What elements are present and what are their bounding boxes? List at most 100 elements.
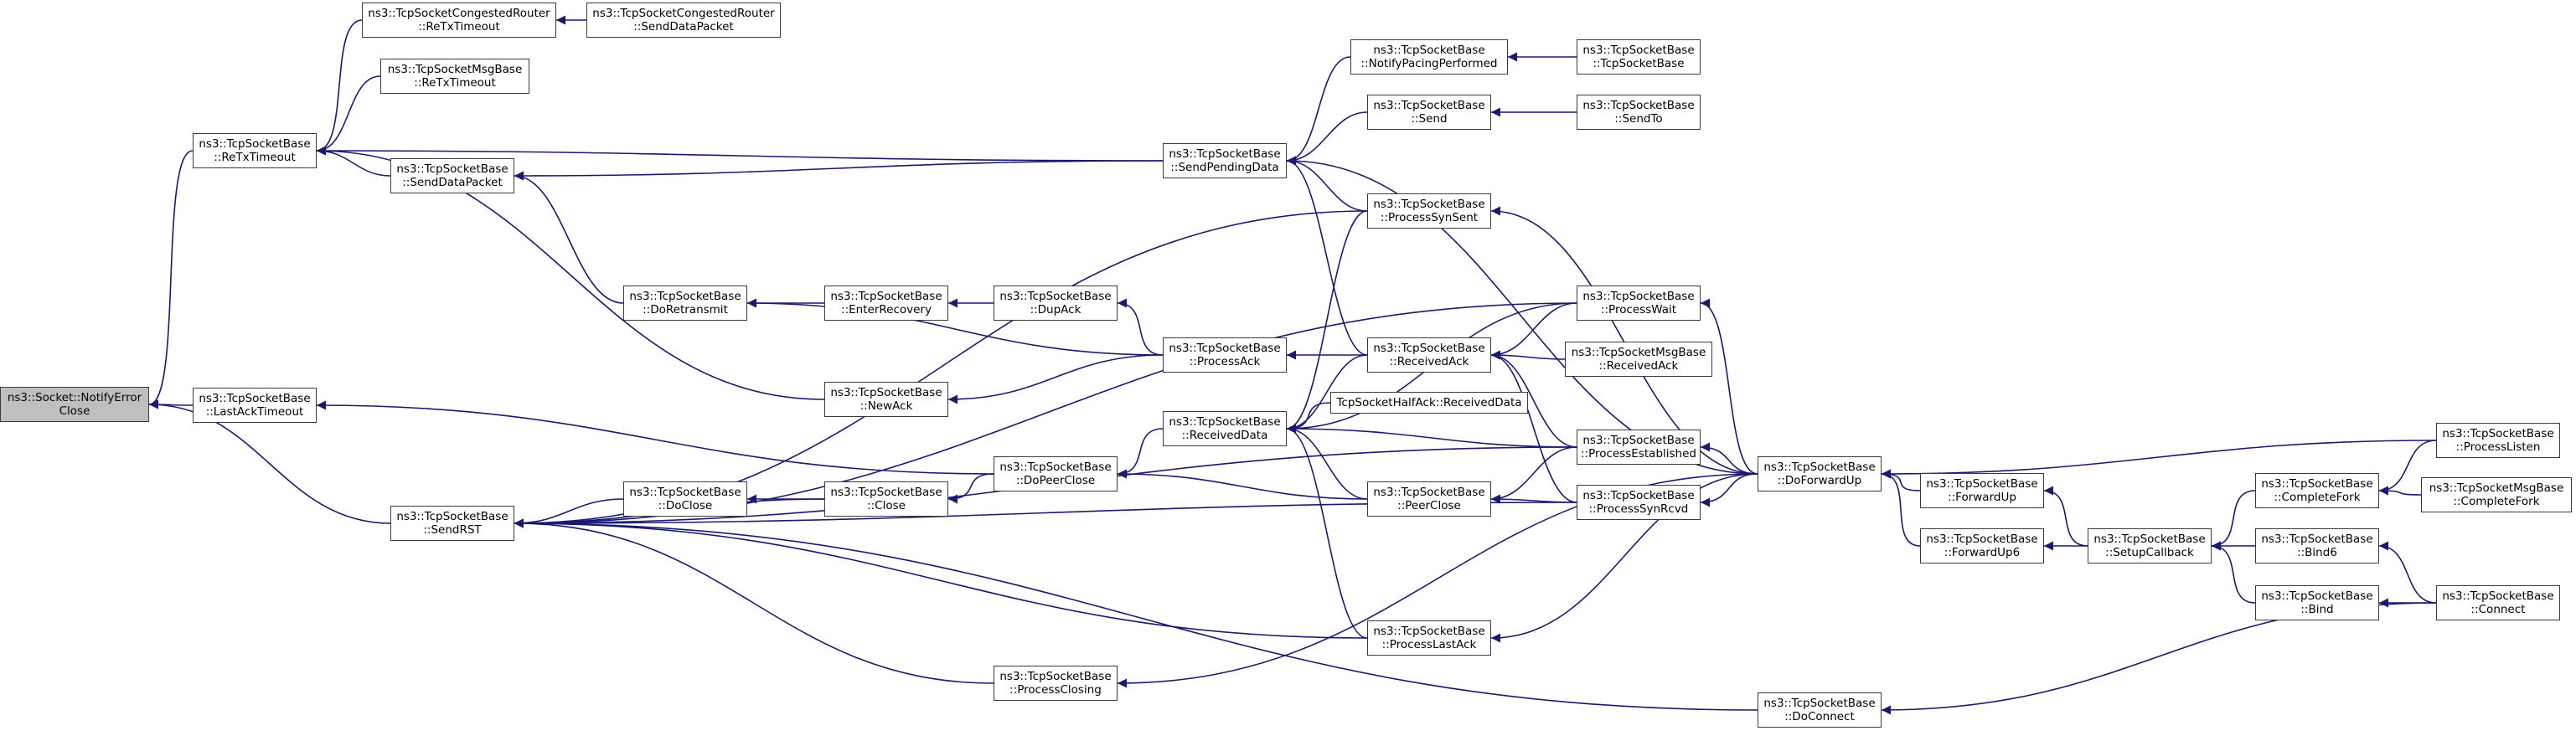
call-edge xyxy=(514,518,1368,639)
node-label-line: ns3::TcpSocketBase xyxy=(999,290,1112,303)
call-edge xyxy=(148,399,391,524)
node-send[interactable]: ns3::TcpSocketBase ::Send xyxy=(1367,95,1491,130)
node-retx-timeout[interactable]: ns3::TcpSocketBase ::ReTxTimeout xyxy=(193,133,317,168)
node-process-syn-sent[interactable]: ns3::TcpSocketBase ::ProcessSynSent xyxy=(1367,193,1491,229)
call-edge xyxy=(514,160,1164,181)
node-label-line: ns3::TcpSocketBase xyxy=(1763,461,1876,474)
call-edge xyxy=(1286,424,1368,639)
node-label-line: ns3::TcpSocketCongestedRouter xyxy=(592,7,775,20)
node-label-line: ns3::TcpSocketBase xyxy=(396,162,508,176)
node-send-to[interactable]: ns3::TcpSocketBase ::SendTo xyxy=(1577,95,1701,130)
node-msg-base-retx-timeout[interactable]: ns3::TcpSocketMsgBase ::ReTxTimeout xyxy=(380,59,529,94)
node-label-line: ns3::TcpSocketBase xyxy=(629,486,741,499)
node-msg-base-received-ack[interactable]: ns3::TcpSocketMsgBase ::ReceivedAck xyxy=(1565,342,1712,377)
node-label-line: ::ReTxTimeout xyxy=(414,76,496,90)
node-notify-pacing-performed[interactable]: ns3::TcpSocketBase ::NotifyPacingPerform… xyxy=(1350,39,1508,75)
node-label-line: ::SendDataPacket xyxy=(633,20,734,33)
node-received-ack[interactable]: ns3::TcpSocketBase ::ReceivedAck xyxy=(1367,337,1491,373)
node-msg-base-complete-fork[interactable]: ns3::TcpSocketMsgBase ::CompleteFork xyxy=(2421,477,2572,512)
node-label-line: ns3::TcpSocketBase xyxy=(1582,290,1695,303)
node-forward-up[interactable]: ns3::TcpSocketBase ::ForwardUp xyxy=(1920,473,2044,508)
node-label-line: ::DoForwardUp xyxy=(1777,474,1862,487)
node-label-line: ::ProcessClosing xyxy=(1009,683,1102,697)
node-label-line: ns3::TcpSocketBase xyxy=(1373,625,1485,638)
node-do-close[interactable]: ns3::TcpSocketBase ::DoClose xyxy=(623,481,747,517)
node-label-line: ns3::TcpSocketBase xyxy=(2442,427,2554,440)
node-label-line: ns3::TcpSocketBase xyxy=(199,137,311,151)
node-label-line: ns3::TcpSocketBase xyxy=(1373,342,1485,355)
node-send-rst[interactable]: ns3::TcpSocketBase ::SendRST xyxy=(390,506,514,541)
node-do-connect[interactable]: ns3::TcpSocketBase ::DoConnect xyxy=(1758,692,1882,728)
node-label-line: ns3::TcpSocketBase xyxy=(999,670,1112,683)
node-received-data[interactable]: ns3::TcpSocketBase ::ReceivedData xyxy=(1163,411,1287,446)
call-edge xyxy=(1490,446,1577,504)
node-label-line: ::Bind6 xyxy=(2297,546,2337,559)
node-label-line: ns3::TcpSocketBase xyxy=(199,392,311,405)
node-label-line: ns3::TcpSocketBase xyxy=(1582,434,1695,447)
node-label-line: ::SendDataPacket xyxy=(402,176,503,189)
node-do-peer-close[interactable]: ns3::TcpSocketBase ::DoPeerClose xyxy=(994,456,1118,491)
call-edge xyxy=(1490,350,1577,448)
node-process-ack[interactable]: ns3::TcpSocketBase ::ProcessAck xyxy=(1163,337,1287,373)
node-last-ack-timeout[interactable]: ns3::TcpSocketBase ::LastAckTimeout xyxy=(193,388,317,423)
call-edge xyxy=(1881,469,1921,491)
node-process-last-ack[interactable]: ns3::TcpSocketBase ::ProcessLastAck xyxy=(1367,620,1491,656)
node-label-line: TcpSocketHalfAck::ReceivedData xyxy=(1336,396,1522,409)
call-edge xyxy=(1286,111,1368,166)
node-new-ack[interactable]: ns3::TcpSocketBase ::NewAck xyxy=(824,382,948,417)
call-edge xyxy=(1490,494,1577,504)
call-edge xyxy=(1286,424,1368,500)
node-process-closing[interactable]: ns3::TcpSocketBase ::ProcessClosing xyxy=(994,666,1118,701)
node-half-ack-received-data[interactable]: TcpSocketHalfAck::ReceivedData xyxy=(1330,392,1528,414)
node-enter-recovery[interactable]: ns3::TcpSocketBase ::EnterRecovery xyxy=(824,286,948,321)
node-label-line: ns3::TcpSocketBase xyxy=(1763,697,1876,710)
node-label-line: ns3::TcpSocketMsgBase xyxy=(387,63,523,76)
node-setup-callback[interactable]: ns3::TcpSocketBase ::SetupCallback xyxy=(2088,528,2212,563)
node-label-line: ns3::TcpSocketBase xyxy=(1926,477,2038,491)
node-label-line: ns3::TcpSocketBase xyxy=(1373,198,1485,211)
node-send-data-packet[interactable]: ns3::TcpSocketBase ::SendDataPacket xyxy=(390,158,514,193)
call-edge xyxy=(1490,302,1577,360)
node-label-line: ::ReceivedData xyxy=(1181,429,1268,442)
node-bind6[interactable]: ns3::TcpSocketBase ::Bind6 xyxy=(2255,528,2379,563)
node-label-line: ns3::TcpSocketBase xyxy=(1169,415,1281,429)
call-edge xyxy=(1286,156,1368,212)
call-edge xyxy=(1117,469,1368,500)
node-complete-fork[interactable]: ns3::TcpSocketBase ::CompleteFork xyxy=(2255,473,2379,508)
node-peer-close[interactable]: ns3::TcpSocketBase ::PeerClose xyxy=(1367,481,1491,517)
node-bind[interactable]: ns3::TcpSocketBase ::Bind xyxy=(2255,585,2379,620)
node-socket-notify-error-close[interactable]: ns3::Socket::NotifyError Close xyxy=(0,387,149,422)
node-label-line: ns3::TcpSocketBase xyxy=(2093,533,2206,546)
node-forward-up6[interactable]: ns3::TcpSocketBase ::ForwardUp6 xyxy=(1920,528,2044,563)
node-label-line: ::Close xyxy=(867,499,906,512)
node-congested-router-retx-timeout[interactable]: ns3::TcpSocketCongestedRouter ::ReTxTime… xyxy=(362,3,556,38)
node-label-line: ns3::TcpSocketBase xyxy=(1373,44,1485,57)
node-label-line: ns3::TcpSocketCongestedRouter xyxy=(368,7,550,20)
node-label-line: ns3::TcpSocketBase xyxy=(1169,342,1281,355)
node-do-retransmit[interactable]: ns3::TcpSocketBase ::DoRetransmit xyxy=(623,286,747,321)
node-label-line: ::Bind xyxy=(2300,603,2334,616)
node-label-line: ::ProcessEstablished xyxy=(1581,447,1696,461)
node-process-established[interactable]: ns3::TcpSocketBase ::ProcessEstablished xyxy=(1577,430,1701,465)
node-congested-router-send-data-packet[interactable]: ns3::TcpSocketCongestedRouter ::SendData… xyxy=(586,3,781,38)
node-tcp-socket-base-constructor[interactable]: ns3::TcpSocketBase ::TcpSocketBase xyxy=(1577,39,1701,75)
node-connect[interactable]: ns3::TcpSocketBase ::Connect xyxy=(2436,585,2560,620)
node-label-line: ::Connect xyxy=(2470,603,2526,616)
node-process-listen[interactable]: ns3::TcpSocketBase ::ProcessListen xyxy=(2436,423,2560,458)
node-label-line: ns3::TcpSocketBase xyxy=(629,290,741,303)
node-label-line: ::ProcessListen xyxy=(2455,440,2541,454)
call-edge xyxy=(1286,210,1368,434)
node-close[interactable]: ns3::TcpSocketBase ::Close xyxy=(824,481,948,517)
node-dup-ack[interactable]: ns3::TcpSocketBase ::DupAck xyxy=(994,286,1118,321)
call-edge xyxy=(148,150,194,409)
node-process-wait[interactable]: ns3::TcpSocketBase ::ProcessWait xyxy=(1577,286,1701,321)
node-label-line: ::LastAckTimeout xyxy=(205,405,304,419)
node-label-line: ns3::TcpSocketBase xyxy=(1373,486,1485,499)
node-process-syn-rcvd[interactable]: ns3::TcpSocketBase ::ProcessSynRcvd xyxy=(1577,485,1701,520)
node-do-forward-up[interactable]: ns3::TcpSocketBase ::DoForwardUp xyxy=(1758,456,1882,491)
node-send-pending-data[interactable]: ns3::TcpSocketBase ::SendPendingData xyxy=(1163,143,1287,178)
node-label-line: ::ReceivedAck xyxy=(1598,359,1679,373)
node-label-line: ::CompleteFork xyxy=(2453,495,2540,508)
node-label-line: ::ProcessSynSent xyxy=(1380,211,1479,224)
call-edge xyxy=(2378,440,2437,496)
